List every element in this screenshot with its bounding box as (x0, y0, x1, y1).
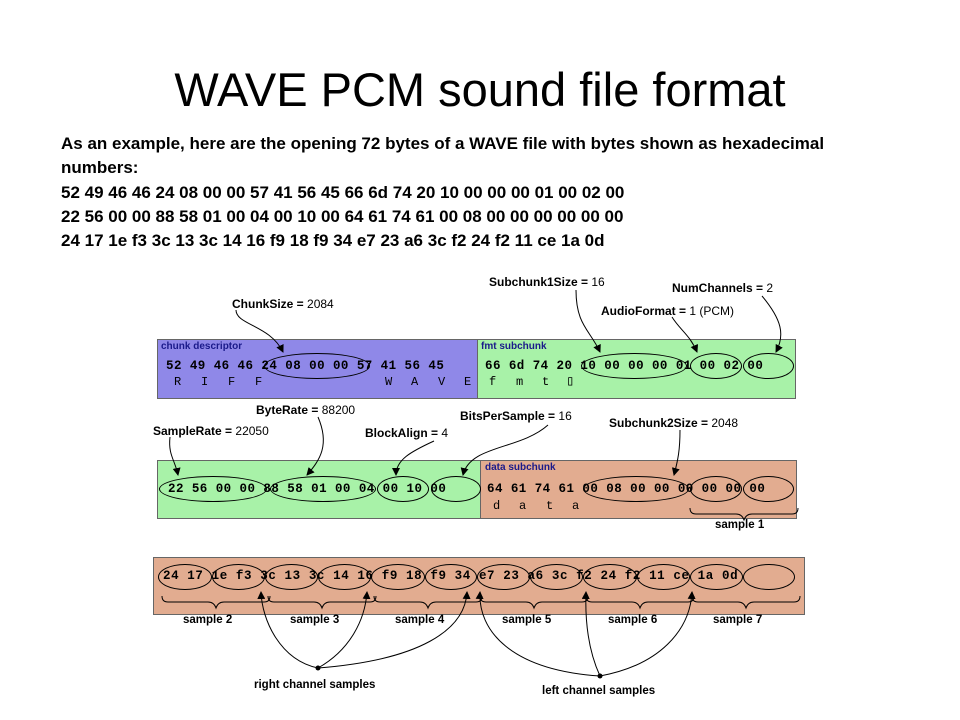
sample-2-label: sample 2 (183, 614, 233, 626)
sample1-right-oval (743, 476, 794, 502)
slide-title: WAVE PCM sound file format (174, 63, 786, 116)
sample-4-label: sample 4 (395, 614, 445, 626)
char-t2: t (546, 499, 554, 513)
right-channel-label: right channel samples (254, 679, 376, 691)
sample-3-label: sample 3 (290, 614, 340, 626)
sample1-left-oval (690, 476, 742, 502)
left-channel-dot (597, 673, 603, 679)
s2-right-oval (212, 564, 265, 590)
char-a1: a (519, 499, 527, 513)
blockalign-arrow (392, 440, 435, 476)
char-E: E (464, 375, 472, 389)
sample2-brace (161, 595, 271, 610)
char-f: f (489, 375, 497, 389)
intro-text: As an example, here are the opening 72 b… (61, 134, 825, 177)
char-W: W (385, 375, 393, 389)
s6-left-oval (583, 564, 637, 590)
s7-right-oval (743, 564, 795, 590)
sample-5-label: sample 5 (502, 614, 552, 626)
char-a2: a (572, 499, 580, 513)
left-channel-arrow-1 (475, 591, 601, 677)
s3-left-oval (265, 564, 318, 590)
samplerate-annotation: SampleRate = 22050 (153, 424, 269, 438)
fmt-subchunk-label: fmt subchunk (481, 341, 547, 352)
char-space-box: ▯ (566, 374, 575, 390)
subchunk2size-oval (583, 476, 689, 502)
bitspersample-annotation: BitsPerSample = 16 (460, 409, 572, 423)
samplerate-arrow (169, 436, 181, 476)
sample6-brace (585, 595, 695, 610)
right-channel-arrow-2 (317, 591, 371, 669)
left-channel-label: left channel samples (542, 685, 656, 697)
subchunk1size-arrow (575, 289, 601, 353)
s3-right-oval (318, 564, 371, 590)
chunksize-oval (264, 353, 370, 379)
char-t: t (542, 375, 550, 389)
right-channel-dot (315, 665, 321, 671)
left-channel-arrow-3 (599, 591, 696, 677)
chunksize-arrow (235, 309, 284, 353)
numchannels-oval (743, 353, 794, 379)
bitspersample-arrow (460, 424, 549, 476)
chunk-descriptor-label: chunk descriptor (161, 341, 243, 352)
s4-right-oval (425, 564, 477, 590)
audioformat-annotation: AudioFormat = 1 (PCM) (601, 304, 735, 318)
sample3-brace (267, 595, 377, 610)
subchunk1size-annotation: Subchunk1Size = 16 (489, 275, 605, 289)
s5-right-oval (530, 564, 583, 590)
sample-1-label: sample 1 (715, 519, 765, 531)
hex-line-3: 24 17 1e f3 3c 13 3c 14 16 f9 18 f9 34 e… (61, 231, 605, 250)
blockalign-annotation: BlockAlign = 4 (365, 426, 449, 440)
subchunk1size-oval (581, 353, 687, 379)
chunksize-annotation: ChunkSize = 2084 (232, 297, 334, 311)
s5-left-oval (477, 564, 530, 590)
sample-6-label: sample 6 (608, 614, 658, 626)
right-channel-arrow-1 (257, 591, 319, 669)
sample4-brace (373, 595, 483, 610)
char-m: m (516, 375, 524, 389)
bitspersample-oval (431, 476, 481, 502)
byterate-oval (270, 476, 376, 502)
numchannels-arrow (761, 295, 783, 353)
numchannels-annotation: NumChannels = 2 (672, 281, 774, 295)
data-subchunk-label: data subchunk (485, 462, 556, 473)
left-channel-arrow-2 (581, 591, 601, 677)
char-V: V (438, 375, 446, 389)
char-I: I (201, 375, 209, 389)
s2-left-oval (158, 564, 212, 590)
audioformat-oval (690, 353, 742, 379)
char-F2: F (255, 375, 263, 389)
char-d: d (493, 499, 501, 513)
char-F1: F (228, 375, 236, 389)
char-R: R (174, 375, 182, 389)
byterate-annotation: ByteRate = 88200 (256, 403, 356, 417)
subchunk2size-annotation: Subchunk2Size = 2048 (609, 416, 739, 430)
blockalign-oval (377, 476, 429, 502)
s7-left-oval (690, 564, 743, 590)
s4-left-oval (371, 564, 425, 590)
sample7-brace (691, 595, 801, 610)
s6-right-oval (637, 564, 690, 590)
subchunk2size-arrow (671, 429, 681, 476)
sample-7-label: sample 7 (713, 614, 763, 626)
char-A: A (411, 375, 419, 389)
right-channel-arrow-3 (317, 591, 471, 669)
sample1-brace (689, 507, 799, 522)
hex-line-2: 22 56 00 00 88 58 01 00 04 00 10 00 64 6… (61, 207, 624, 226)
samplerate-oval (159, 476, 267, 502)
data-samples-band (153, 557, 805, 615)
hex-line-1: 52 49 46 46 24 08 00 00 57 41 56 45 66 6… (61, 183, 625, 202)
sample5-brace (479, 595, 589, 610)
byterate-arrow (306, 416, 324, 476)
audioformat-arrow (671, 316, 699, 353)
